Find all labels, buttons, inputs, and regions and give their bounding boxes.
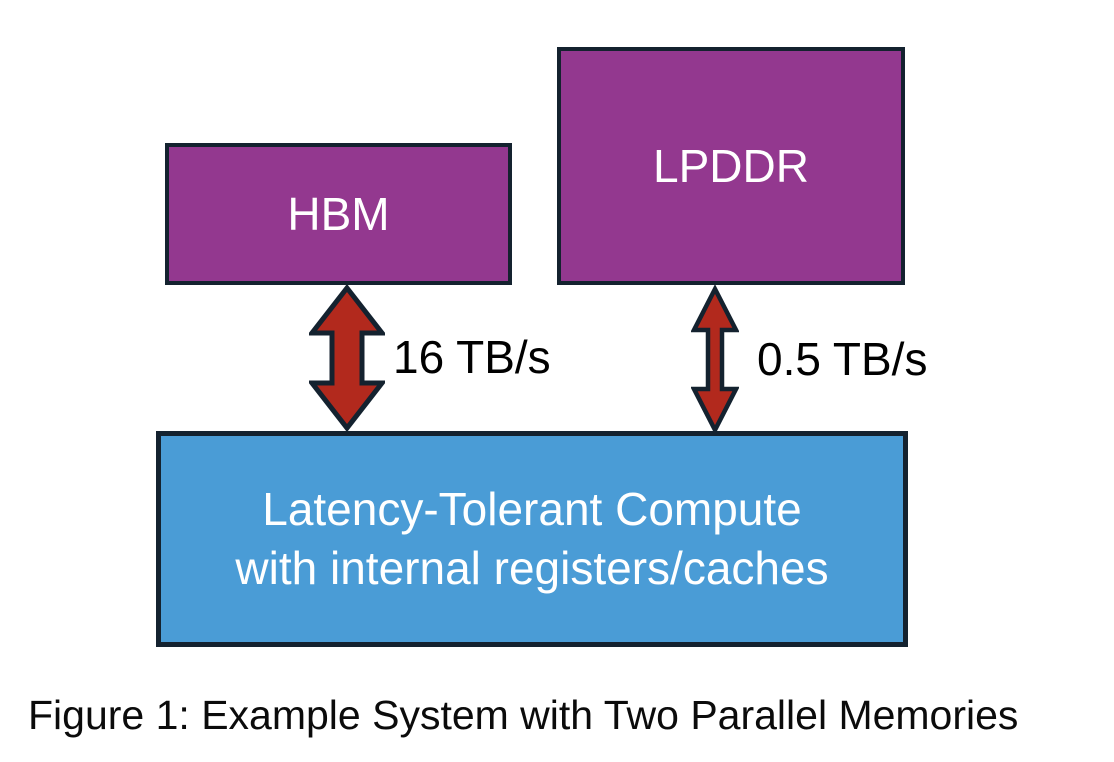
double-arrow-icon-hbm	[309, 283, 385, 433]
bandwidth-label-lpddr: 0.5 TB/s	[757, 333, 928, 385]
node-compute-label-line1: Latency-Tolerant Compute	[262, 483, 802, 536]
node-hbm-label: HBM	[287, 187, 390, 240]
node-hbm: HBM	[165, 143, 512, 285]
double-arrow-icon-lpddr	[691, 284, 739, 435]
node-lpddr: LPDDR	[557, 47, 905, 285]
bandwidth-label-hbm: 16 TB/s	[393, 331, 551, 383]
node-lpddr-label: LPDDR	[653, 139, 809, 192]
figure-caption: Figure 1: Example System with Two Parall…	[28, 692, 1019, 738]
node-compute: Latency-Tolerant Compute with internal r…	[156, 431, 908, 647]
node-compute-label-line2: with internal registers/caches	[235, 542, 829, 594]
